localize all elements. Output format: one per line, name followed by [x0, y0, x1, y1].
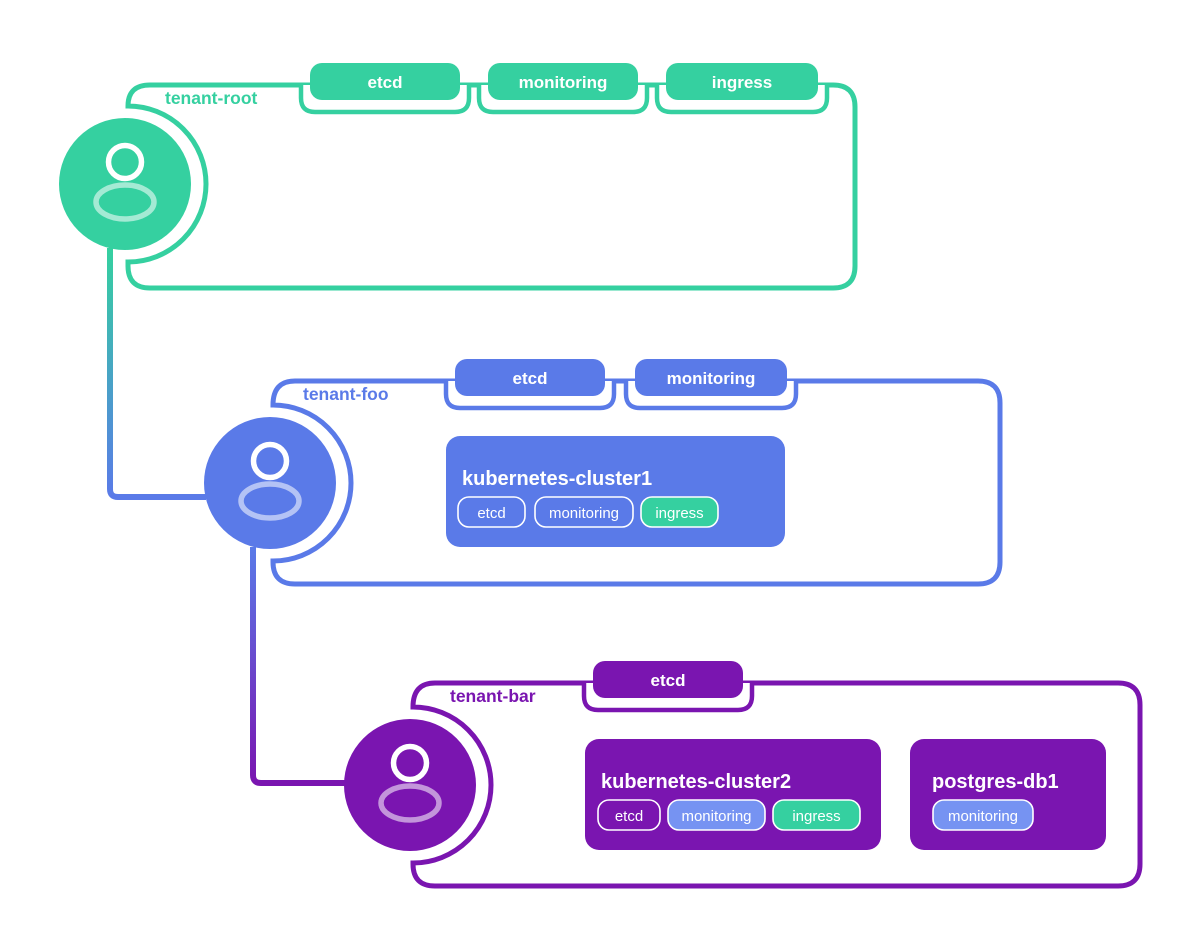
- pill-label: ingress: [655, 505, 703, 522]
- connector-foo-to-bar: [250, 547, 346, 786]
- tenant-root-label: tenant-root: [165, 88, 258, 108]
- tenant-foo-box: [270, 378, 1003, 587]
- tag-label: monitoring: [519, 73, 608, 92]
- pill-label: etcd: [477, 505, 505, 522]
- pill-label: monitoring: [681, 808, 751, 825]
- connector-root-to-foo: [107, 248, 206, 500]
- avatar-head: [105, 142, 145, 182]
- pill-label: monitoring: [549, 505, 619, 522]
- card-background: [585, 739, 881, 850]
- tag-label: monitoring: [667, 369, 756, 388]
- avatar-head: [390, 743, 430, 783]
- tenant-bar-group: etcd tenant-bar kubernetes-cluster2 etcd…: [344, 661, 1143, 889]
- avatar-body: [93, 182, 157, 222]
- namespace-tag-monitoring: [635, 359, 787, 396]
- card-postgres-db1: postgres-db1 monitoring: [910, 739, 1106, 850]
- card-title: postgres-db1: [932, 771, 1059, 793]
- card-title: kubernetes-cluster2: [601, 771, 791, 793]
- avatar-body: [238, 481, 302, 521]
- tag-label: ingress: [712, 73, 772, 92]
- pill-etcd: [597, 799, 661, 831]
- tenant-bar-user-avatar-icon: [344, 719, 476, 851]
- pill-label: monitoring: [948, 808, 1018, 825]
- namespace-tag-ingress: [666, 63, 818, 100]
- pill-monitoring: [667, 799, 766, 831]
- tenant-bar-box: [410, 680, 1143, 889]
- pill-monitoring: [534, 496, 634, 528]
- namespace-tag-monitoring: [488, 63, 638, 100]
- pill-ingress: [640, 496, 719, 528]
- tag-label: etcd: [513, 369, 548, 388]
- tag-label: etcd: [651, 671, 686, 690]
- card-kubernetes-cluster2: kubernetes-cluster2 etcd monitoring ingr…: [585, 739, 881, 850]
- namespace-tag-etcd: [455, 359, 605, 396]
- pill-ingress: [772, 799, 861, 831]
- tenant-root-box: [125, 82, 858, 291]
- card-kubernetes-cluster1: kubernetes-cluster1 etcd monitoring ingr…: [446, 436, 785, 547]
- pill-label: etcd: [615, 808, 643, 825]
- tenant-root-user-avatar-icon: [59, 118, 191, 250]
- tenant-root-group: etcd monitoring ingress tenant-root: [59, 63, 858, 291]
- tag-label: etcd: [368, 73, 403, 92]
- pill-label: ingress: [792, 808, 840, 825]
- card-background: [910, 739, 1106, 850]
- pill-monitoring: [932, 799, 1034, 831]
- avatar-head: [250, 441, 290, 481]
- namespace-tag-etcd: [593, 661, 743, 698]
- card-title: kubernetes-cluster1: [462, 468, 652, 490]
- avatar-body: [378, 783, 442, 823]
- card-background: [446, 436, 785, 547]
- tenant-bar-label: tenant-bar: [450, 686, 536, 706]
- tenant-foo-group: etcd monitoring tenant-foo kubernetes-cl…: [204, 359, 1003, 587]
- namespace-tag-etcd: [310, 63, 460, 100]
- tenant-foo-user-avatar-icon: [204, 417, 336, 549]
- pill-etcd: [457, 496, 526, 528]
- tenant-foo-label: tenant-foo: [303, 384, 389, 404]
